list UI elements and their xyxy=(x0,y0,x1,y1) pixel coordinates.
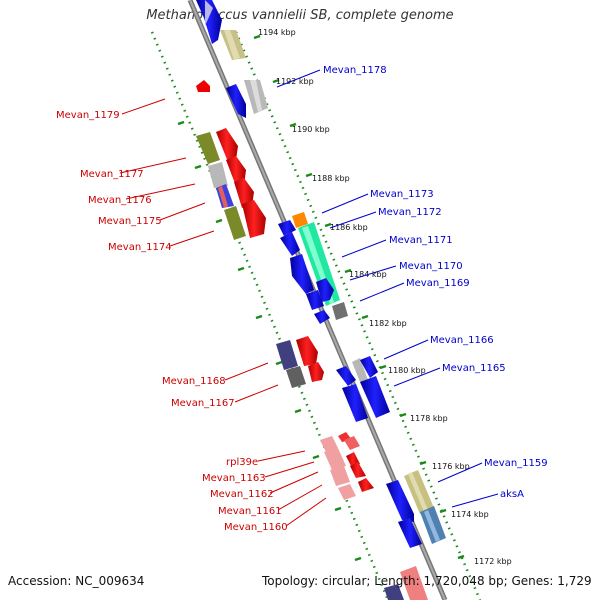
gene-block[interactable] xyxy=(360,356,378,378)
gene-block[interactable] xyxy=(292,212,308,228)
gene-label[interactable]: Mevan_1175 xyxy=(98,216,162,227)
gene-label[interactable]: Mevan_1166 xyxy=(430,335,494,346)
gene-block[interactable] xyxy=(196,132,220,164)
gene-block[interactable] xyxy=(424,510,440,542)
gene-label[interactable]: rpl39e xyxy=(226,457,258,468)
scale-label: 1180 kbp xyxy=(388,366,426,375)
gene-block[interactable] xyxy=(226,84,246,118)
gene-label[interactable]: Mevan_1178 xyxy=(323,65,387,76)
gene-label[interactable]: Mevan_1169 xyxy=(406,278,470,289)
gene-block[interactable] xyxy=(226,156,246,186)
gene-block[interactable] xyxy=(286,366,306,388)
gene-block[interactable] xyxy=(342,384,368,422)
gene-block[interactable] xyxy=(296,336,318,366)
gene-block[interactable] xyxy=(338,484,356,500)
gene-block[interactable] xyxy=(216,128,238,162)
gene-label[interactable]: Mevan_1177 xyxy=(80,169,144,180)
gene-block[interactable] xyxy=(242,200,266,238)
scale-label: 1172 kbp xyxy=(474,557,512,566)
gene-block[interactable] xyxy=(308,362,324,382)
gene-block[interactable] xyxy=(336,366,356,386)
scale-label: 1188 kbp xyxy=(312,174,350,183)
gene-block[interactable] xyxy=(208,162,228,188)
gene-label[interactable]: Mevan_1162 xyxy=(210,489,274,500)
gene-label[interactable]: Mevan_1165 xyxy=(442,363,506,374)
scale-label: 1178 kbp xyxy=(410,414,448,423)
gene-block[interactable] xyxy=(234,178,254,208)
scale-label: 1176 kbp xyxy=(432,462,470,471)
gene-label[interactable]: Mevan_1179 xyxy=(56,110,120,121)
gene-label[interactable]: Mevan_1176 xyxy=(88,195,152,206)
gene-block[interactable] xyxy=(218,186,228,208)
gene-block[interactable] xyxy=(386,480,414,522)
gene-block[interactable] xyxy=(384,584,404,600)
gene-block[interactable] xyxy=(324,448,346,470)
scale-label: 1192 kbp xyxy=(276,77,314,86)
gene-block[interactable] xyxy=(280,232,300,256)
map-title: Methanococcus vannielii SB, complete gen… xyxy=(146,8,454,23)
gene-block[interactable] xyxy=(408,472,428,512)
gene-label[interactable]: Mevan_1170 xyxy=(399,261,463,272)
gene-block[interactable] xyxy=(278,220,296,236)
gene-label[interactable]: Mevan_1160 xyxy=(224,522,288,533)
gene-label[interactable]: Mevan_1168 xyxy=(162,376,226,387)
gene-label[interactable]: Mevan_1172 xyxy=(378,207,442,218)
gene-block[interactable] xyxy=(316,278,334,302)
gene-block[interactable] xyxy=(314,310,330,324)
gene-block[interactable] xyxy=(196,0,222,44)
gene-block[interactable] xyxy=(332,302,348,320)
gene-label[interactable]: Mevan_1174 xyxy=(108,242,172,253)
gene-block[interactable] xyxy=(276,340,298,370)
gene-block[interactable] xyxy=(352,358,368,382)
gene-label[interactable]: Mevan_1161 xyxy=(218,506,282,517)
accession-label: Accession: NC_009634 xyxy=(8,574,145,588)
gene-block[interactable] xyxy=(196,80,210,92)
gene-label[interactable]: Mevan_1167 xyxy=(171,398,235,409)
gene-block[interactable] xyxy=(306,290,324,310)
scale-label: 1194 kbp xyxy=(258,28,296,37)
gene-block[interactable] xyxy=(398,518,422,548)
gene-label[interactable]: aksA xyxy=(500,489,524,500)
gene-block[interactable] xyxy=(320,436,338,452)
scale-label: 1174 kbp xyxy=(451,510,489,519)
scale-label: 1190 kbp xyxy=(292,125,330,134)
gene-block[interactable] xyxy=(250,80,262,112)
gene-label[interactable]: Mevan_1171 xyxy=(389,235,453,246)
gene-label[interactable]: Mevan_1163 xyxy=(202,473,266,484)
gene-block[interactable] xyxy=(358,478,374,492)
gene-label[interactable]: Mevan_1159 xyxy=(484,458,548,469)
label-leaders xyxy=(119,69,499,527)
scale-ticks xyxy=(253,34,465,560)
gene-block[interactable] xyxy=(224,206,246,240)
gene-block[interactable] xyxy=(330,466,350,486)
gene-block[interactable] xyxy=(400,566,428,600)
gene-block[interactable] xyxy=(205,0,213,26)
gene-label[interactable]: Mevan_1173 xyxy=(370,189,434,200)
scale-label: 1182 kbp xyxy=(369,319,407,328)
gene-block[interactable] xyxy=(344,436,360,450)
topology-label: Topology: circular; Length: 1,720,048 bp… xyxy=(262,574,592,588)
left-scale-ticks xyxy=(177,120,362,562)
gene-block[interactable] xyxy=(290,254,314,294)
gene-block[interactable] xyxy=(360,376,390,418)
gene-blocks xyxy=(196,0,446,600)
gene-block[interactable] xyxy=(350,462,366,478)
scale-label: 1186 kbp xyxy=(330,223,368,232)
gene-block[interactable] xyxy=(224,30,240,60)
